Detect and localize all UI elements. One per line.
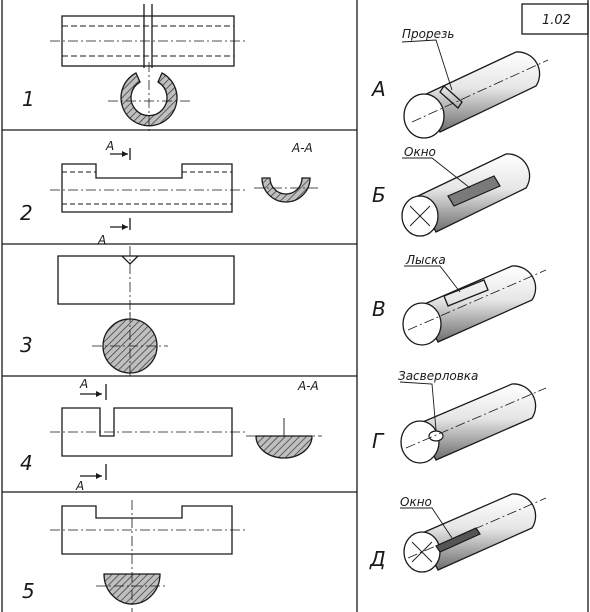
section-title-row-2: А-А <box>291 141 313 155</box>
row-number-1: 1 <box>22 87 35 111</box>
pictorial-d-cylinder <box>400 493 547 573</box>
pictorial-b-label: Окно <box>404 145 436 159</box>
pictorial-v-label: Лыска <box>405 253 446 267</box>
pictorial-a-letter: А <box>370 77 386 101</box>
section-mark-lower: A <box>97 233 106 247</box>
section-mark-lower-4: А <box>75 479 84 493</box>
pictorial-g-label: Засверловка <box>398 369 478 383</box>
pictorial-d-letter: Д <box>369 547 386 571</box>
section-mark-upper-4: А <box>79 377 88 391</box>
row-number-5: 5 <box>22 579 35 603</box>
pictorial-b-cylinder <box>401 153 531 237</box>
row-number-3: 3 <box>20 333 33 357</box>
row-4-drawing <box>50 384 322 480</box>
pictorial-v-cylinder <box>402 265 547 346</box>
pictorial-a-cylinder <box>401 39 549 139</box>
pictorial-b-letter: Б <box>372 183 386 207</box>
row-number-4: 4 <box>20 451 33 475</box>
sheet-code: 1.02 <box>542 13 571 28</box>
section-mark-upper: A <box>105 139 114 153</box>
row-3-drawing <box>57 246 235 378</box>
pictorial-a-label: Прорезь <box>402 27 454 41</box>
pictorial-g-cylinder <box>399 381 547 464</box>
row-1-drawing <box>50 4 246 132</box>
pictorial-g-letter: Г <box>372 429 385 453</box>
section-title-row-4: А-А <box>297 379 319 393</box>
row-2-drawing <box>50 148 318 230</box>
row-number-2: 2 <box>20 201 33 225</box>
pictorial-d-label: Окно <box>400 495 432 509</box>
pictorial-v-letter: В <box>372 297 386 321</box>
row-5-drawing <box>50 500 246 612</box>
